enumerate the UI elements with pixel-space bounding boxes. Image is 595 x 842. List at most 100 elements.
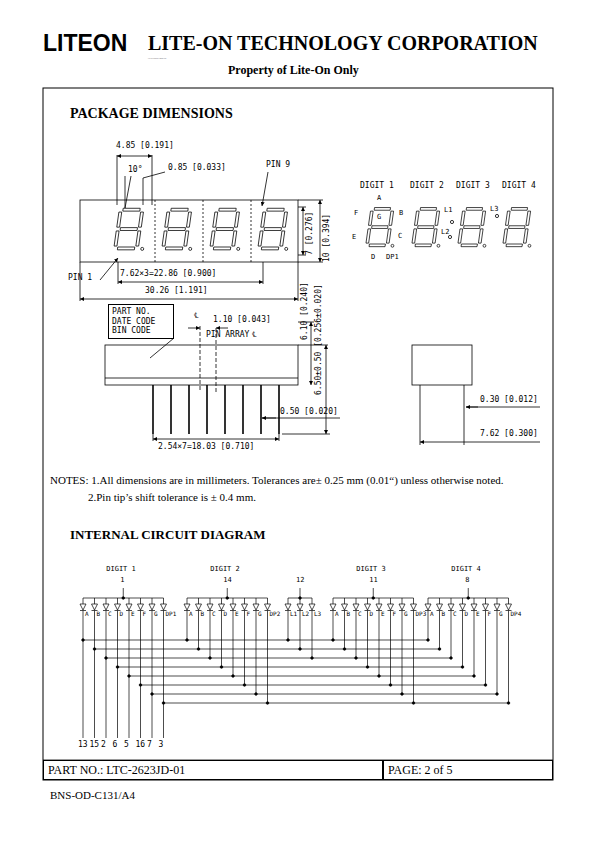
dimension-label: ℄ bbox=[252, 331, 257, 340]
logo: LITEON bbox=[43, 31, 127, 56]
callout-label: F bbox=[354, 210, 358, 218]
note: NOTES: 1.All dimensions are in millimete… bbox=[50, 474, 504, 486]
callout-label: DIGIT 1 bbox=[360, 182, 394, 191]
note: 2.Pin tip’s shift tolerance is ± 0.4 mm. bbox=[88, 491, 256, 503]
footer-cell: PART NO.: LTC-2623JD-01 bbox=[43, 760, 383, 780]
pin-number: 5 bbox=[124, 741, 129, 750]
dimension-label: 7.62×3=22.86 [0.900] bbox=[120, 270, 216, 279]
pin-number: 2 bbox=[101, 741, 106, 750]
segment-label: G bbox=[499, 611, 503, 618]
callout-label: DIGIT 3 bbox=[456, 182, 490, 191]
callout-label: L3 bbox=[490, 206, 498, 214]
segment-label: D bbox=[370, 611, 374, 618]
segment-label: G bbox=[404, 611, 408, 618]
callout-label: DIGIT 4 bbox=[502, 182, 536, 191]
segment-label: E bbox=[235, 611, 239, 618]
segment-label: E bbox=[476, 611, 480, 618]
segment-label: C bbox=[108, 611, 112, 618]
callout-label: A bbox=[377, 195, 381, 203]
section-heading: PACKAGE DIMENSIONS bbox=[70, 106, 233, 121]
dimension-label: 10° bbox=[128, 166, 142, 175]
dimension-label: 4.85 [0.191] bbox=[116, 142, 174, 151]
box-text: PART NO. DATE CODE BIN CODE bbox=[112, 307, 170, 336]
segment-label: E bbox=[131, 611, 135, 618]
dimension-label: 30.26 [1.191] bbox=[145, 287, 208, 296]
dimension-label: PIN 1 bbox=[68, 274, 92, 283]
callout-label: 1 bbox=[120, 577, 124, 585]
segment-label: D bbox=[224, 611, 228, 618]
segment-label: G bbox=[258, 611, 262, 618]
callout-label: DIGIT 3 bbox=[356, 566, 386, 574]
dimension-label: 0.30 [0.012] bbox=[480, 396, 538, 405]
segment-label: F bbox=[393, 611, 397, 618]
pin-number: 6 bbox=[113, 741, 118, 750]
form-number: BNS-OD-C131/A4 bbox=[50, 789, 135, 801]
segment-label: B bbox=[97, 611, 101, 618]
segment-label: B bbox=[347, 611, 351, 618]
pin-number: 15 bbox=[90, 741, 100, 750]
subtitle: Property of Lite-On Only bbox=[228, 64, 359, 77]
dimension-label: 1.10 [0.043] bbox=[213, 316, 271, 325]
callout-label: DIGIT 1 bbox=[106, 566, 136, 574]
callout-label: E bbox=[352, 234, 356, 242]
box-text: PART NO.: LTC-2623JD-01 bbox=[48, 763, 378, 777]
segment-label: L2 bbox=[302, 611, 309, 618]
dimension-label: 7 [0.276] bbox=[306, 212, 315, 255]
segment-label: A bbox=[85, 611, 89, 618]
callout-label: C bbox=[398, 233, 402, 241]
callout-label: DIGIT 4 bbox=[451, 566, 481, 574]
callout-label: L2 bbox=[441, 229, 449, 237]
segment-label: DP1 bbox=[166, 611, 177, 618]
segment-label: L3 bbox=[314, 611, 321, 618]
segment-label: B bbox=[201, 611, 205, 618]
dimension-label: PIN 9 bbox=[266, 161, 290, 170]
dimension-label: 10 [0.394] bbox=[323, 214, 332, 262]
segment-label: C bbox=[212, 611, 216, 618]
segment-label: E bbox=[381, 611, 385, 618]
callout-label: D bbox=[371, 254, 375, 262]
segment-label: DP3 bbox=[416, 611, 427, 618]
segment-label: A bbox=[189, 611, 193, 618]
dimension-label: 0.50 [0.020] bbox=[280, 408, 338, 417]
callout-label: L1 bbox=[444, 207, 452, 215]
callout-label: 14 bbox=[223, 577, 231, 585]
callout-label: DIGIT 2 bbox=[210, 566, 240, 574]
segment-label: G bbox=[154, 611, 158, 618]
pin-number: 13 bbox=[78, 741, 88, 750]
dimension-label: 7.62 [0.300] bbox=[480, 430, 538, 439]
dimension-label: 0.85 [0.033] bbox=[168, 164, 226, 173]
segment-label: F bbox=[143, 611, 147, 618]
segment-label: L1 bbox=[290, 611, 297, 618]
section-heading: INTERNAL CIRCUIT DIAGRAM bbox=[70, 528, 266, 542]
dimension-label: 6.10 [0.240] bbox=[301, 282, 310, 340]
label-box: PART NO. DATE CODE BIN CODE bbox=[108, 304, 174, 339]
footer-cell: PAGE: 2 of 5 bbox=[383, 760, 553, 780]
segment-label: B bbox=[442, 611, 446, 618]
dimension-label: 6.50±0.50 [0.256±0.020] bbox=[315, 284, 324, 395]
segment-label: D bbox=[120, 611, 124, 618]
pin-number: 16 bbox=[136, 741, 146, 750]
segment-label: A bbox=[335, 611, 339, 618]
pin-number: 7 bbox=[147, 741, 152, 750]
company-title: LITE-ON TECHNOLOGY CORPORATION bbox=[148, 32, 538, 54]
segment-label: DP2 bbox=[270, 611, 281, 618]
callout-label: DP1 bbox=[386, 254, 399, 262]
dimension-label: ℄ bbox=[194, 312, 199, 321]
segment-label: F bbox=[247, 611, 251, 618]
callout-label: G bbox=[377, 214, 381, 222]
segment-label: A bbox=[430, 611, 434, 618]
pin-number: 3 bbox=[159, 741, 164, 750]
callout-label: DIGIT 2 bbox=[410, 182, 444, 191]
callout-label: 12 bbox=[296, 577, 304, 585]
callout-label: 11 bbox=[369, 577, 377, 585]
segment-label: DP4 bbox=[511, 611, 522, 618]
callout-label: B bbox=[399, 210, 403, 218]
box-text: PAGE: 2 of 5 bbox=[388, 763, 548, 777]
segment-label: F bbox=[488, 611, 492, 618]
segment-label: D bbox=[465, 611, 469, 618]
dimension-label: PIN ARRAY bbox=[206, 331, 249, 340]
dimension-label: 2.54×7=18.03 [0.710] bbox=[158, 443, 254, 452]
company-name: LITE-ON TECHNOLOGY CORPORATION bbox=[148, 58, 166, 59]
